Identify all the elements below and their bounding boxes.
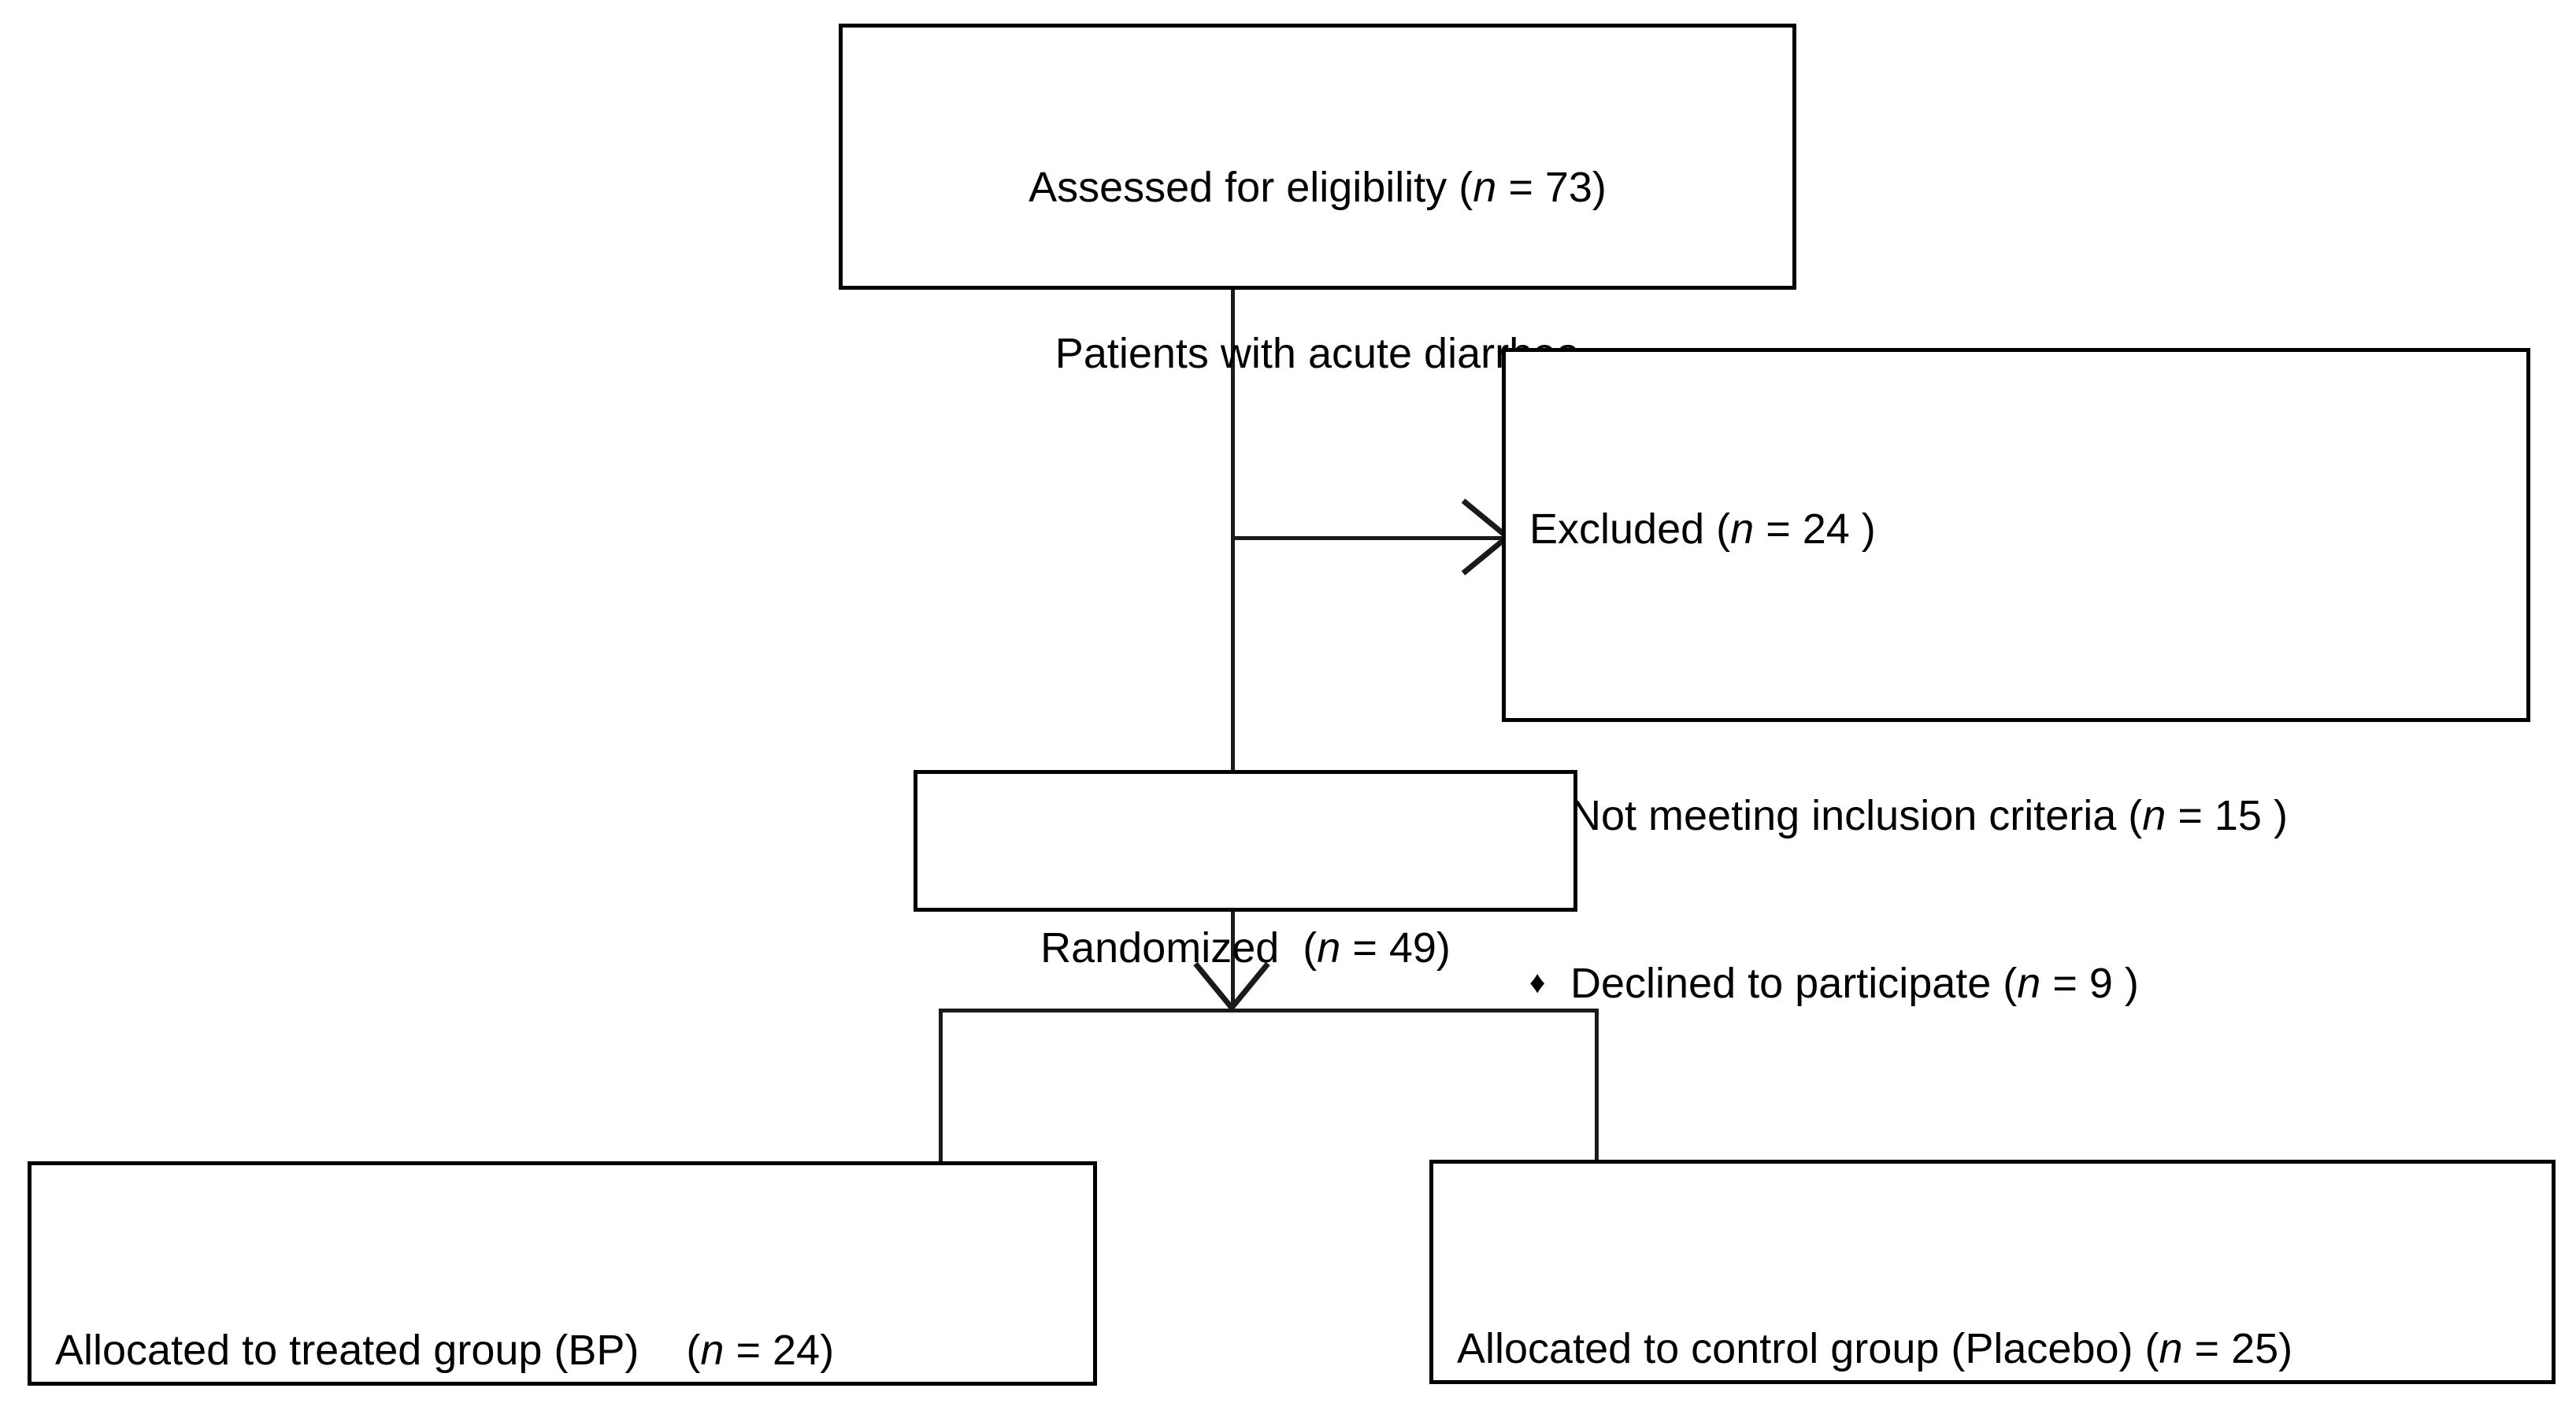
excluded-reason-label: Not meeting inclusion criteria (n = 15 ) <box>1570 792 2288 840</box>
node-control-line1: Allocated to control group (Placebo) (n … <box>1457 1325 2293 1373</box>
arrowhead-down-icon <box>1193 961 1270 1012</box>
node-randomized-text: Randomized (n = 49) <box>917 810 1573 1086</box>
node-assessed-text: Assessed for eligibility (n = 73) Patien… <box>843 50 1792 492</box>
node-treated-line1: Allocated to treated group (BP) (n = 24) <box>55 1327 835 1375</box>
node-excluded-text: Excluded (n = 24 ) ♦ Not meeting inclusi… <box>1529 391 2512 1231</box>
list-item: ♦ Not meeting inclusion criteria (n = 15… <box>1529 790 2512 842</box>
connector-assessed-to-excluded <box>1233 536 1505 540</box>
node-assessed-line1: Assessed for eligibility (n = 73) <box>1029 164 1607 212</box>
node-excluded: Excluded (n = 24 ) ♦ Not meeting inclusi… <box>1502 348 2530 1007</box>
connector-randomized-to-allocation <box>1231 910 1235 1011</box>
diamond-bullet-icon: ♦ <box>1529 964 1546 1000</box>
node-control-text: Allocated to control group (Placebo) (n … <box>1457 1211 2536 1403</box>
node-excluded-heading: Excluded (n = 24 ) <box>1529 505 1876 553</box>
node-assessed-line2: Patients with acute diarrhea <box>1054 329 1581 377</box>
connector-allocation-fork-bar <box>939 1009 1599 1012</box>
connector-assessed-to-randomized <box>1231 290 1235 772</box>
excluded-reason-label: Declined to participate (n = 9 ) <box>1570 959 2139 1007</box>
connector-fork-to-control <box>1595 1009 1599 1163</box>
list-item: ♦ Declined to participate (n = 9 ) <box>1529 958 2512 1010</box>
node-allocated-treated-group: Allocated to treated group (BP) (n = 24) <box>28 1161 1097 1386</box>
connector-fork-to-treated <box>939 1009 943 1163</box>
node-allocated-control-group: Allocated to control group (Placebo) (n … <box>1429 1160 2556 1384</box>
node-randomized: Randomized (n = 49) <box>914 770 1577 972</box>
node-randomized-line1: Randomized (n = 49) <box>1040 924 1451 972</box>
node-assessed-for-eligibility: Assessed for eligibility (n = 73) Patien… <box>839 24 1796 377</box>
node-treated-text: Allocated to treated group (BP) (n = 24) <box>55 1212 1077 1403</box>
excluded-reasons-list: ♦ Not meeting inclusion criteria (n = 15… <box>1529 676 2512 1120</box>
